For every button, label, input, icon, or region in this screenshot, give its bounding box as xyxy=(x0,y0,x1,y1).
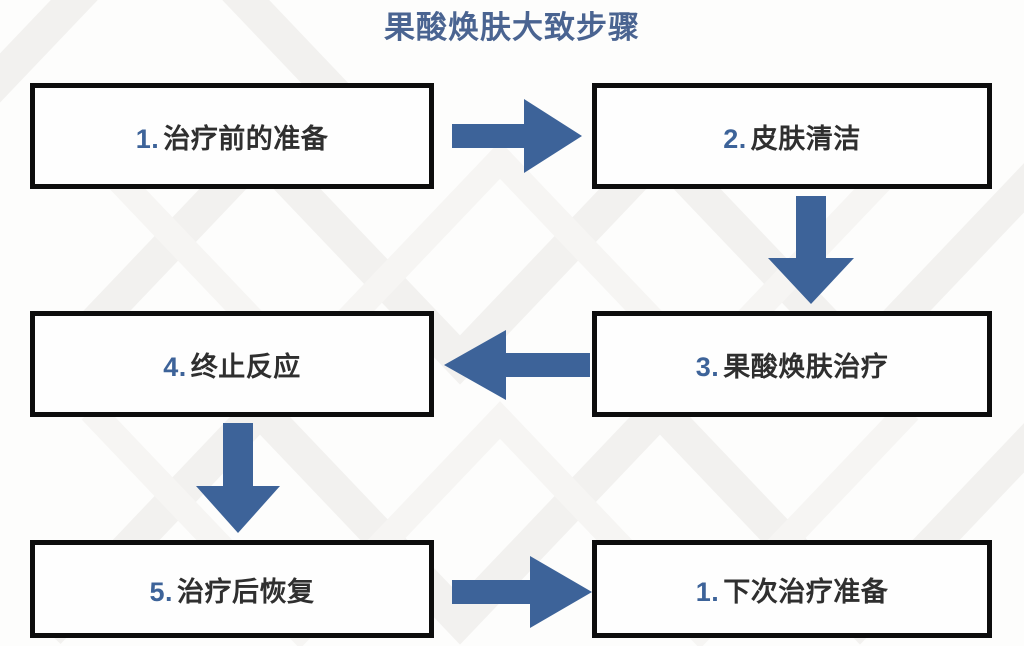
step-text-1: 治疗前的准备 xyxy=(163,123,329,154)
page-title: 果酸焕肤大致步骤 xyxy=(384,10,640,45)
step-number-3: 3. xyxy=(695,351,720,382)
step-box-4: 4.终止反应 xyxy=(30,311,434,417)
arrow-right-icon-step5-to-step6 xyxy=(452,556,592,628)
step-number-5: 5. xyxy=(149,576,174,607)
step-label-5: 5.治疗后恢复 xyxy=(149,570,314,609)
step-text-4: 终止反应 xyxy=(190,351,301,382)
arrow-left-icon-step3-to-step4 xyxy=(444,330,590,400)
step-number-1: 1. xyxy=(135,123,160,154)
arrow-right-icon-step1-to-step2 xyxy=(452,99,582,173)
step-box-2: 2.皮肤清洁 xyxy=(592,83,992,189)
step-box-5: 5.治疗后恢复 xyxy=(30,540,434,638)
step-number-2: 2. xyxy=(723,123,747,154)
step-label-6: 1.下次治疗准备 xyxy=(696,570,889,609)
step-box-1: 1.治疗前的准备 xyxy=(30,83,434,189)
step-number-6: 1. xyxy=(695,576,720,607)
step-label-1: 1.治疗前的准备 xyxy=(136,117,329,156)
step-label-4: 4.终止反应 xyxy=(163,345,301,384)
step-text-5: 治疗后恢复 xyxy=(177,576,315,607)
step-text-3: 果酸焕肤治疗 xyxy=(723,351,889,382)
step-box-6: 1.下次治疗准备 xyxy=(592,540,992,638)
step-box-3: 3.果酸焕肤治疗 xyxy=(592,311,992,417)
step-text-6: 下次治疗准备 xyxy=(723,576,889,607)
step-label-3: 3.果酸焕肤治疗 xyxy=(696,345,889,384)
arrow-down-icon-step2-to-step3 xyxy=(768,196,854,304)
step-label-2: 2.皮肤清洁 xyxy=(723,117,861,156)
step-number-4: 4. xyxy=(163,351,187,382)
step-text-2: 皮肤清洁 xyxy=(750,123,861,154)
arrow-down-icon-step4-to-step5 xyxy=(196,423,280,533)
